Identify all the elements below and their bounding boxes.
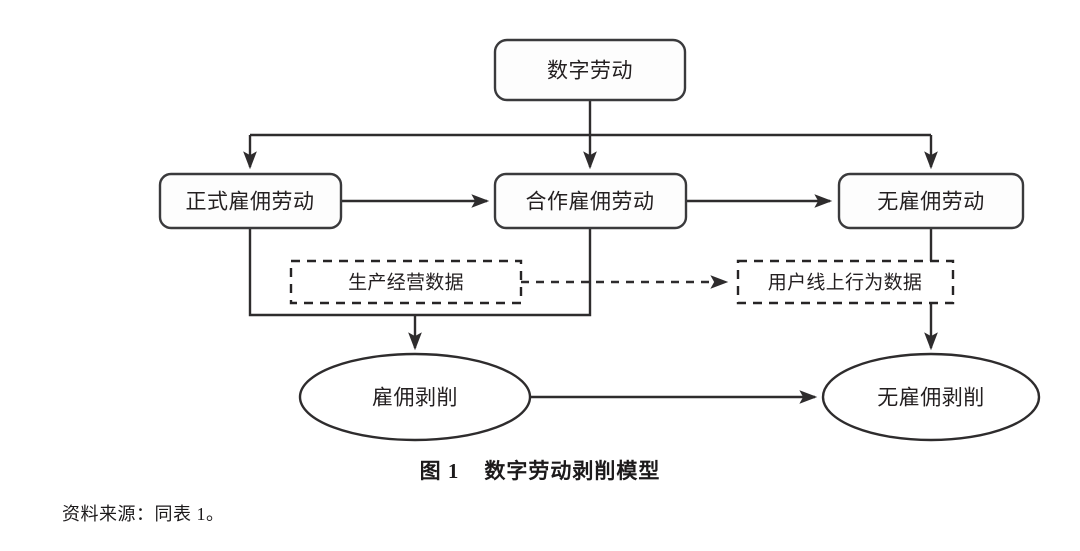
node-employment-exploitation[interactable]: 雇佣剥削 bbox=[298, 352, 532, 442]
node-non-employment-label: 无雇佣劳动 bbox=[877, 191, 985, 214]
node-employment-exploitation-label: 雇佣剥削 bbox=[372, 387, 458, 410]
node-non-employment-exploitation-label: 无雇佣剥削 bbox=[877, 387, 985, 410]
node-non-employment-exploitation[interactable]: 无雇佣剥削 bbox=[821, 352, 1041, 442]
node-non-employment[interactable]: 无雇佣劳动 bbox=[837, 172, 1025, 230]
node-non-employment-shape bbox=[837, 172, 1025, 230]
node-user-behavior-data-shape bbox=[736, 259, 955, 305]
node-production-data-shape bbox=[289, 259, 523, 305]
figure-caption: 图 1 数字劳动剥削模型 bbox=[419, 459, 661, 483]
node-user-behavior-data[interactable]: 用户线上行为数据 bbox=[736, 259, 955, 305]
node-cooperative-employment[interactable]: 合作雇佣劳动 bbox=[493, 172, 688, 230]
node-formal-employment-shape bbox=[158, 172, 343, 230]
node-digital-labor-label: 数字劳动 bbox=[547, 60, 633, 83]
edge-labor-to-employment-exploitation bbox=[248, 228, 592, 351]
node-formal-employment-label: 正式雇佣劳动 bbox=[186, 191, 315, 214]
node-cooperative-employment-label: 合作雇佣劳动 bbox=[526, 191, 655, 214]
node-formal-employment[interactable]: 正式雇佣劳动 bbox=[158, 172, 343, 230]
node-non-employment-exploitation-shape bbox=[821, 352, 1041, 442]
digital-labor-exploitation-diagram: 数字劳动 正式雇佣劳动 合作雇佣劳动 无雇佣劳动 生产经营数据 用户线上行为数据… bbox=[158, 38, 1041, 442]
node-production-data-label: 生产经营数据 bbox=[348, 272, 464, 294]
node-user-behavior-data-label: 用户线上行为数据 bbox=[768, 272, 922, 294]
node-cooperative-employment-shape bbox=[493, 172, 688, 230]
node-digital-labor-shape bbox=[493, 38, 687, 102]
node-digital-labor[interactable]: 数字劳动 bbox=[493, 38, 687, 102]
source-note: 资料来源：同表 1。 bbox=[62, 504, 225, 524]
node-employment-exploitation-shape bbox=[298, 352, 532, 442]
node-production-data[interactable]: 生产经营数据 bbox=[289, 259, 523, 305]
